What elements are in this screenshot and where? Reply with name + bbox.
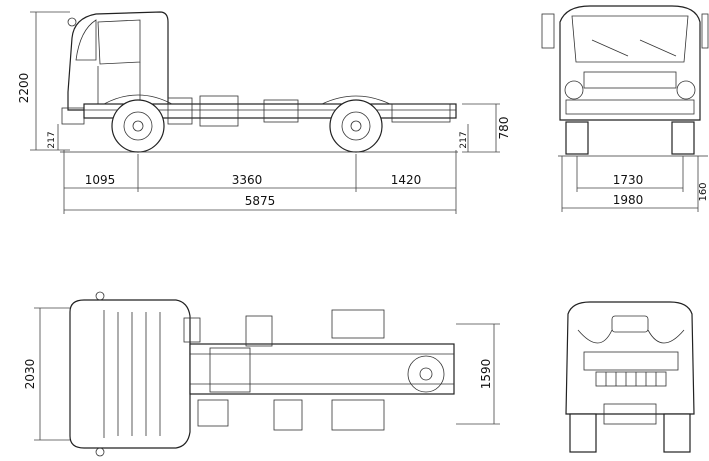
rear-overhang-label: 1420 (391, 173, 422, 187)
frame-height-label: 780 (497, 117, 511, 140)
front-wheel-arch (103, 94, 173, 105)
top-left-mirror-icon (95, 291, 105, 301)
rear-left-tire (569, 413, 597, 453)
front-cab-outline (559, 5, 701, 121)
front-view: 1730 1980 160 (541, 5, 709, 212)
overall-length-label: 5875 (245, 194, 276, 208)
right-front-tire (671, 121, 695, 155)
rear-axle (603, 403, 657, 425)
top-front-right-tire (197, 399, 229, 427)
right-headlight-icon (676, 80, 696, 100)
top-view: 2030 1590 (23, 291, 500, 457)
rear-right-tire (663, 413, 691, 453)
side-view: 2200 217 (17, 11, 511, 214)
rear-window (611, 315, 649, 333)
rear-grille-slots (595, 371, 667, 387)
top-chassis-frame (189, 343, 455, 395)
front-ground-clearance-label: 160 (698, 182, 709, 201)
rear-clearance-label: 217 (459, 131, 469, 148)
cab-outline (67, 11, 169, 111)
top-transmission (209, 347, 251, 393)
left-mirror-icon (541, 13, 555, 49)
left-front-tire (565, 121, 589, 155)
rear-grille (583, 351, 679, 371)
front-track-label: 1730 (613, 173, 644, 187)
top-right-mirror-icon (95, 447, 105, 457)
height-overall-label: 2200 (17, 73, 31, 104)
fuel-tank (199, 95, 239, 127)
overall-width-label: 1980 (613, 193, 644, 207)
front-overhang-label: 1095 (85, 173, 116, 187)
top-rear-right-tire (331, 399, 385, 431)
top-spare-wheel (407, 355, 445, 393)
battery-box (263, 99, 299, 123)
front-wheel (111, 99, 165, 153)
rear-cab-outline (565, 301, 695, 415)
rear-view (565, 301, 695, 453)
front-windshield (571, 15, 689, 63)
front-grille (583, 71, 677, 89)
top-battery-box (245, 315, 273, 347)
frame-width-label: 1590 (479, 359, 493, 390)
rear-wheel-arch (321, 95, 391, 105)
top-fuel-tank (273, 399, 303, 431)
cab-width-label: 2030 (23, 359, 37, 390)
mirror-icon (67, 17, 77, 27)
front-clearance-label: 217 (47, 131, 57, 148)
top-front-left-tire (183, 317, 201, 343)
windshield (75, 19, 97, 61)
top-rear-left-tire (331, 309, 385, 339)
transmission (167, 97, 193, 125)
top-cab-outline (69, 299, 191, 449)
front-bumper-front-view (565, 99, 695, 115)
rear-frame-end (391, 103, 451, 123)
right-mirror-icon (701, 13, 709, 49)
rear-wheel (329, 99, 383, 153)
left-headlight-icon (564, 80, 584, 100)
wheelbase-label: 3360 (232, 173, 263, 187)
